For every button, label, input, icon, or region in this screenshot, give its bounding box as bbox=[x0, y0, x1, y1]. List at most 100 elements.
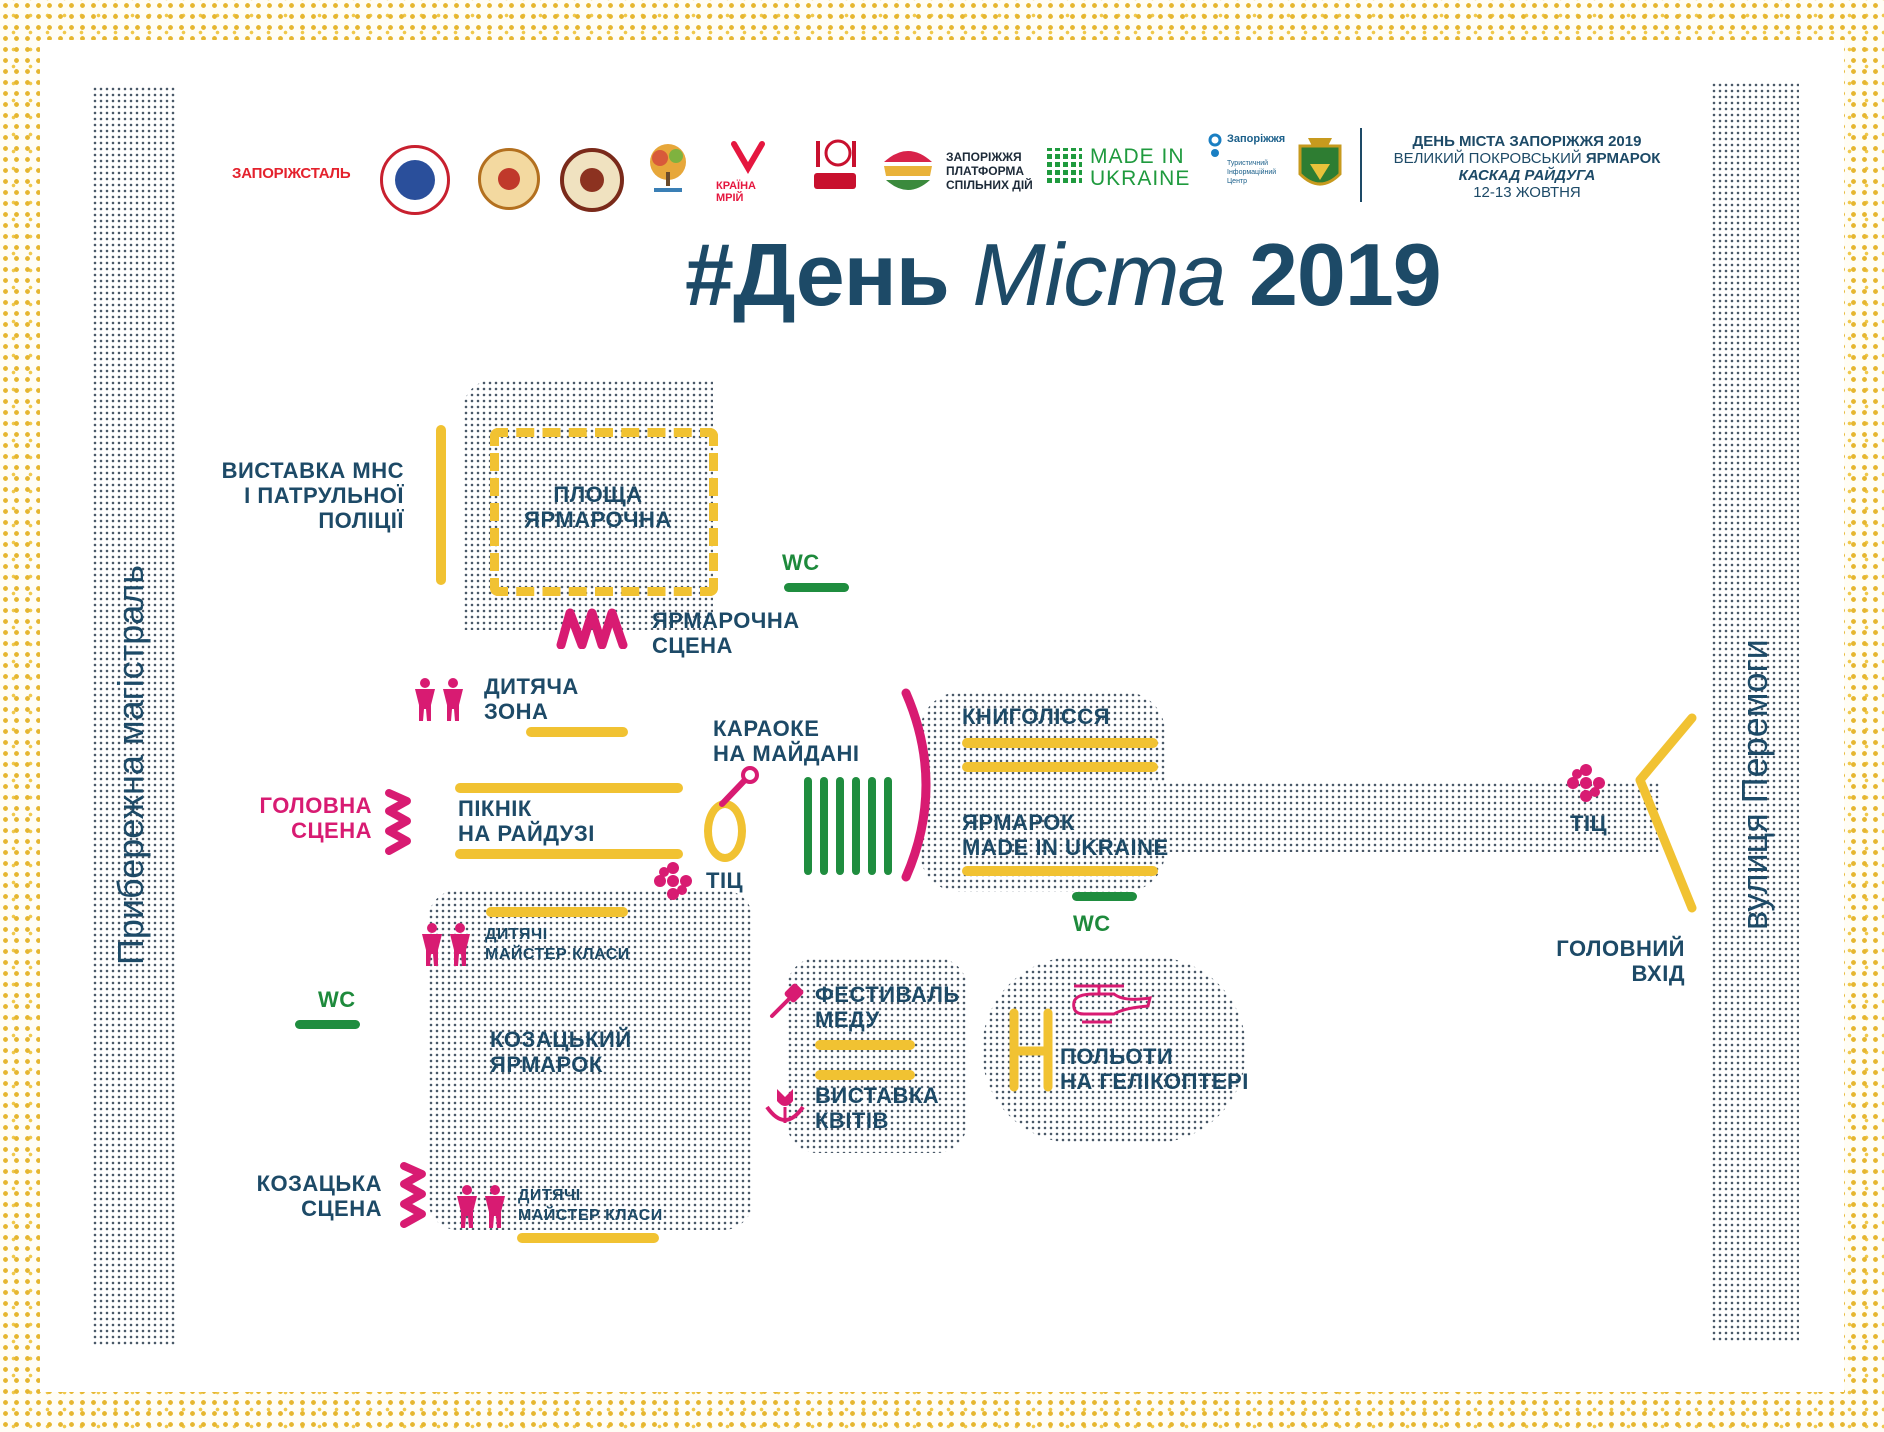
sponsor-divider bbox=[1360, 128, 1362, 202]
honey-dipper-icon bbox=[770, 983, 804, 1018]
main-stage-line-2: СЦЕНА bbox=[291, 818, 372, 843]
fair-square-line-1: ПЛОЩА bbox=[553, 482, 643, 507]
logo-picnic bbox=[810, 135, 860, 201]
fair-stage-icon bbox=[556, 608, 628, 649]
title-year: 2019 bbox=[1248, 225, 1442, 324]
kids-master-2-line-2: МАЙСТЕР КЛАСИ bbox=[518, 1207, 663, 1224]
cossack-fair-line-2: ЯРМАРОК bbox=[490, 1052, 603, 1077]
main-stage-line-1: ГОЛОВНА bbox=[259, 793, 372, 818]
karaoke-line-2: НА МАЙДАНІ bbox=[713, 741, 860, 766]
helicopter-icon bbox=[1072, 984, 1153, 1024]
title-hash: #День bbox=[685, 225, 950, 324]
kids-master-icon-2 bbox=[457, 1185, 505, 1228]
tic-logo-line-1: Запоріжжя bbox=[1227, 133, 1286, 145]
zone-books-fair bbox=[920, 692, 1165, 892]
tic-logo-line-4: Центр bbox=[1227, 178, 1248, 185]
books-bar-2 bbox=[962, 762, 1158, 772]
event-info-line-3: КАСКАД РАЙДУГА bbox=[1458, 167, 1596, 184]
made-in-fair-bar bbox=[962, 866, 1158, 876]
made-in-ukraine-pattern bbox=[1044, 148, 1082, 186]
kids-zone-icon bbox=[415, 678, 463, 721]
honey-bar-1 bbox=[815, 1040, 915, 1050]
label-picnic: ПІКНІК НА РАЙДУЗІ bbox=[458, 796, 595, 846]
platform-line-1: ЗАПОРІЖЖЯ bbox=[946, 150, 1022, 164]
street-left-label: Прибережна магістраль bbox=[110, 564, 151, 965]
label-mns-exhibit: ВИСТАВКА МНС І ПАТРУЛЬНОЇ ПОЛІЦІЇ bbox=[180, 458, 404, 533]
picnic-line-1: ПІКНІК bbox=[458, 796, 532, 821]
kids-master-bar-1 bbox=[486, 907, 628, 917]
cossack-stage-line-1: КОЗАЦЬКА bbox=[256, 1171, 382, 1196]
main-entrance-line-2: ВХІД bbox=[1631, 961, 1685, 986]
wc-bar-2 bbox=[1072, 892, 1137, 901]
made-in-fair-line-2: MADE IN UKRAINE bbox=[962, 835, 1169, 860]
cossack-stage-line-2: СЦЕНА bbox=[301, 1196, 382, 1221]
label-honey-fest: ФЕСТИВАЛЬ МЕДУ bbox=[815, 982, 960, 1032]
kids-master-1-line-1: ДИТЯЧІ bbox=[485, 926, 548, 943]
label-kids-master-2: ДИТЯЧІ МАЙСТЕР КЛАСИ bbox=[518, 1186, 663, 1226]
label-tic-2: ТІЦ bbox=[1570, 811, 1608, 836]
picnic-bar-bottom bbox=[455, 849, 683, 859]
logo-tic: Запоріжжя Туристичний Інформаційний Цент… bbox=[1203, 133, 1311, 193]
cossack-stage-icon bbox=[400, 1162, 426, 1228]
platform-line-2: ПЛАТФОРМА bbox=[946, 164, 1025, 178]
label-books: КНИГОЛІССЯ bbox=[962, 704, 1111, 729]
zone-honey-flowers bbox=[787, 958, 967, 1153]
karaoke-line-1: КАРАОКЕ bbox=[713, 716, 820, 741]
street-left-strip bbox=[92, 86, 177, 1346]
mns-line-2: І ПАТРУЛЬНОЇ bbox=[244, 483, 404, 508]
kraina-mriy-text: КРАЇНА МРІЙ bbox=[716, 180, 756, 204]
made-in-fair-line-1: ЯРМАРОК bbox=[962, 810, 1075, 835]
flower-exhibit-line-1: ВИСТАВКА bbox=[815, 1083, 940, 1108]
label-kids-zone: ДИТЯЧА ЗОНА bbox=[484, 674, 579, 724]
logo-tree bbox=[640, 140, 696, 198]
kids-zone-line-2: ЗОНА bbox=[484, 699, 549, 724]
fair-square-line-2: ЯРМАРОЧНА bbox=[524, 507, 672, 532]
logo-crest-1 bbox=[478, 148, 540, 210]
platform-line-3: СПІЛЬНИХ ДІЙ bbox=[946, 178, 1033, 192]
picnic-bar-top bbox=[455, 783, 683, 793]
label-made-in-fair: ЯРМАРОК MADE IN UKRAINE bbox=[962, 810, 1169, 860]
event-info-line-2b: ЯРМАРОК bbox=[1585, 150, 1661, 167]
label-tic-1: ТІЦ bbox=[706, 868, 744, 893]
picnic-line-2: НА РАЙДУЗІ bbox=[458, 821, 595, 846]
made-in-line-1: MADE IN bbox=[1090, 145, 1185, 168]
platform-text: ЗАПОРІЖЖЯ ПЛАТФОРМА СПІЛЬНИХ ДІЙ bbox=[946, 150, 1033, 192]
microphone-icon bbox=[719, 766, 759, 807]
helipad-h-icon bbox=[1009, 1008, 1053, 1092]
event-info-line-4: 12-13 ЖОВТНЯ bbox=[1473, 184, 1581, 201]
logo-city-coat-of-arms bbox=[1294, 136, 1346, 196]
event-info-line-2a: ВЕЛИКИЙ ПОКРОВСЬКИЙ bbox=[1393, 150, 1586, 167]
karaoke-stalls bbox=[804, 777, 892, 875]
label-fair-stage: ЯРМАРОЧНА СЦЕНА bbox=[652, 608, 800, 658]
logo-crest-2 bbox=[560, 148, 624, 212]
made-in-ukraine-text: MADE IN UKRAINE bbox=[1090, 146, 1190, 190]
tic-logo-small: Туристичний Інформаційний Центр bbox=[1227, 159, 1276, 186]
flower-icon bbox=[765, 1089, 805, 1123]
tic-marker-icon-1 bbox=[654, 862, 692, 900]
logo-zaporizhstal: ЗАПОРІЖСТАЛЬ bbox=[232, 165, 351, 182]
label-wc-3: WC bbox=[318, 987, 356, 1012]
label-heli-flights: ПОЛЬОТИ НА ГЕЛІКОПТЕРІ bbox=[1060, 1044, 1249, 1094]
mns-exhibit-bar bbox=[436, 425, 446, 585]
fair-stage-line-1: ЯРМАРОЧНА bbox=[652, 608, 800, 633]
mns-line-3: ПОЛІЦІЇ bbox=[318, 508, 404, 533]
logo-kraina-mriy: КРАЇНА МРІЙ bbox=[716, 140, 780, 204]
zone-cossack-fair bbox=[428, 890, 753, 1230]
honey-bar-2 bbox=[815, 1070, 915, 1080]
made-in-line-2: UKRAINE bbox=[1090, 167, 1191, 190]
main-entrance-line-1: ГОЛОВНИЙ bbox=[1556, 936, 1685, 961]
street-right-label: вулиця Перемоги bbox=[1734, 639, 1775, 930]
kids-master-bar-2 bbox=[517, 1233, 659, 1243]
label-wc-2: WC bbox=[1073, 911, 1111, 936]
heli-line-2: НА ГЕЛІКОПТЕРІ bbox=[1060, 1069, 1249, 1094]
page-title: #День Міста 2019 bbox=[685, 225, 1442, 325]
label-cossack-fair: КОЗАЦЬКИЙ ЯРМАРОК bbox=[490, 1027, 632, 1077]
honey-fest-line-1: ФЕСТИВАЛЬ bbox=[815, 982, 960, 1007]
title-mid: Міста bbox=[972, 225, 1226, 324]
logo-motor-sich bbox=[380, 145, 450, 215]
label-main-entrance: ГОЛОВНИЙ ВХІД bbox=[1500, 936, 1685, 986]
wc-bar-3 bbox=[295, 1020, 360, 1029]
tic-logo-line-3: Інформаційний bbox=[1227, 169, 1277, 176]
tic-marker-icon-2 bbox=[1567, 764, 1605, 802]
